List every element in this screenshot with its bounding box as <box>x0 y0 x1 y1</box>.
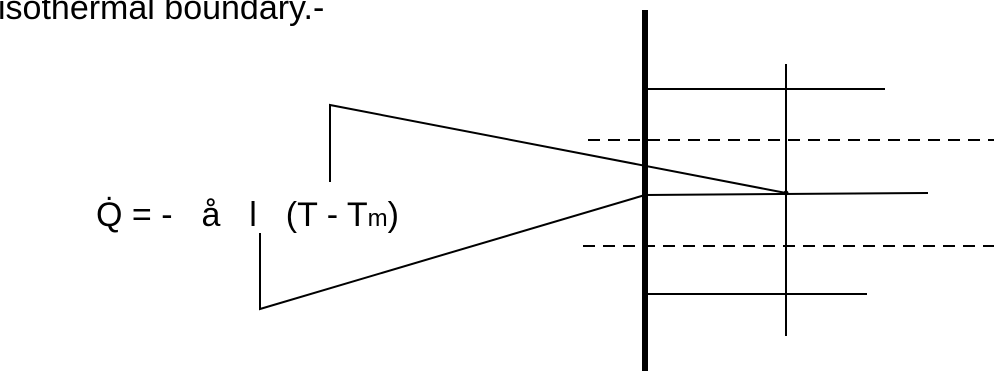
symbol-l: l <box>249 196 257 234</box>
t-letter: T <box>346 196 368 234</box>
minus-sign: - <box>161 196 173 234</box>
q-letter: Q <box>96 196 123 234</box>
q-dot-symbol: . Q <box>96 174 123 236</box>
q-dot-mark: . <box>105 174 114 207</box>
heat-flow-equation: . Q = - å l (T - Tm) <box>96 174 399 236</box>
symbol-a-ring: å <box>201 196 221 234</box>
boundary-node-dot <box>642 192 648 198</box>
lower-pointer-line <box>259 194 646 311</box>
close-paren: ) <box>387 196 399 234</box>
heading-text: isothermal boundary.- <box>0 0 325 27</box>
subscript-m: m <box>367 205 388 232</box>
equals-sign: = <box>131 196 152 234</box>
interior-node-dot <box>783 190 789 196</box>
open-paren-t: (T <box>285 196 318 234</box>
minus-sign-2: - <box>326 196 339 234</box>
upper-pointer-line <box>329 103 787 194</box>
